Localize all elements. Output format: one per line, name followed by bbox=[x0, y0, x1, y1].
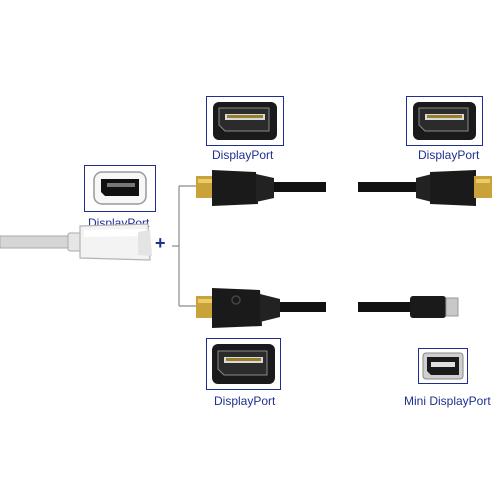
displayport-male-icon bbox=[213, 102, 277, 140]
bottom-right-port-frame bbox=[418, 348, 468, 384]
plus-sign: + bbox=[155, 233, 166, 253]
top-right-port-label: DisplayPort bbox=[418, 148, 480, 162]
top-cable-illustration bbox=[196, 170, 492, 206]
adapter-port-frame bbox=[84, 165, 156, 212]
top-right-port-frame bbox=[406, 96, 483, 146]
bottom-left-port-label: DisplayPort bbox=[214, 394, 276, 408]
mini-displayport-icon bbox=[422, 352, 464, 380]
bottom-cable-illustration bbox=[196, 288, 459, 328]
bottom-right-port-label: Mini DisplayPort bbox=[404, 394, 491, 408]
displayport-male-icon bbox=[413, 102, 476, 140]
adapter-illustration bbox=[0, 223, 152, 261]
displayport-female-icon bbox=[93, 171, 147, 205]
top-left-port-frame bbox=[206, 96, 284, 146]
top-left-port-label: DisplayPort bbox=[212, 148, 274, 162]
displayport-male-icon bbox=[212, 344, 275, 384]
bottom-left-port-frame bbox=[206, 338, 281, 390]
